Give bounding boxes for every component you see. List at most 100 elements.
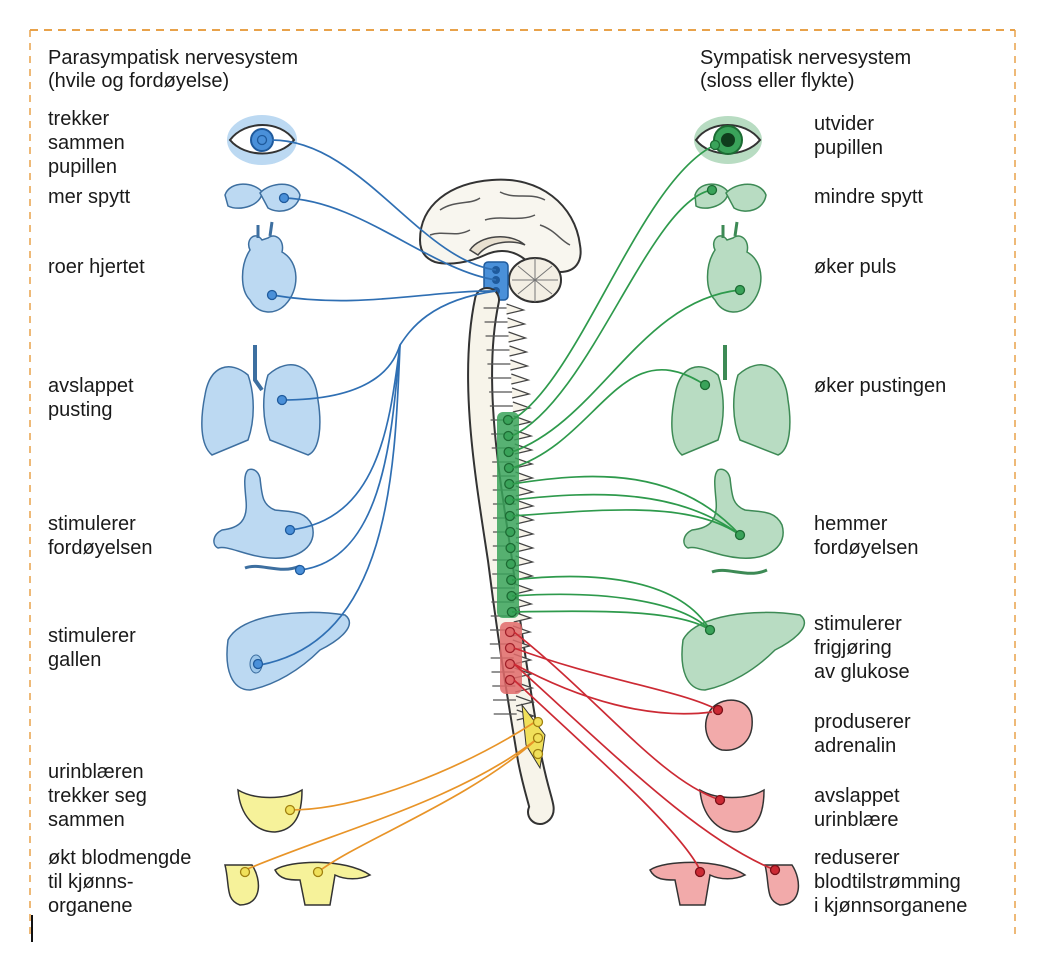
vertebra-process bbox=[515, 499, 536, 511]
para-sacral-spinal-node bbox=[532, 748, 544, 760]
symp-spinal-node bbox=[505, 558, 517, 570]
parasympathetic-organs bbox=[201, 115, 351, 691]
para-effect-bile: stimulerer gallen bbox=[48, 625, 136, 671]
para-effect-bladder: urinblæren trekker seg sammen bbox=[48, 761, 147, 831]
lumbar-sympathetic-segment bbox=[500, 622, 522, 694]
symp-spinal-node bbox=[503, 446, 514, 458]
parasympathetic-title: Parasympatisk nervesystem bbox=[48, 47, 299, 69]
vertebra-process bbox=[515, 485, 535, 497]
vertebra-process bbox=[512, 401, 532, 413]
symp-nerve-heart bbox=[511, 289, 741, 453]
para-node-intestine bbox=[294, 564, 306, 576]
para-sacral-node-bladder bbox=[284, 804, 296, 816]
symp-nerve-liver-b bbox=[511, 593, 711, 631]
symp-effect-saliva: mindre spytt bbox=[814, 186, 923, 208]
symp-node-eye bbox=[709, 139, 721, 151]
vertebra-process bbox=[511, 387, 532, 399]
symp-node-stomach bbox=[734, 529, 746, 541]
symp-nerve-genitals-b bbox=[513, 663, 776, 871]
vertebra-process bbox=[515, 471, 535, 483]
symp-node-saliva bbox=[706, 184, 718, 196]
vertebra-process bbox=[509, 345, 529, 357]
vertebra-process bbox=[510, 359, 530, 371]
symp-nerve-stomach-a bbox=[511, 475, 741, 536]
para-node-eye bbox=[256, 134, 268, 146]
symp-node-liver bbox=[704, 624, 716, 636]
para-nerve-liver bbox=[259, 344, 401, 666]
para-effect-saliva: mer spytt bbox=[48, 186, 131, 208]
sacral-organs-left bbox=[224, 788, 372, 906]
symp-red-spinal-node bbox=[504, 658, 516, 670]
vertebra-process bbox=[514, 583, 534, 595]
symp-effect-pupil: utvider pupillen bbox=[814, 113, 883, 159]
para-nerve-heart bbox=[271, 290, 497, 302]
para-nerve-saliva bbox=[283, 197, 497, 281]
para-node-lungs bbox=[276, 394, 288, 406]
para-sacral-node-uterus bbox=[312, 866, 324, 878]
symp-node-bladder bbox=[714, 794, 726, 806]
sympathetic-subtitle: (sloss eller flykte) bbox=[700, 70, 855, 92]
para-sacral-node-testis bbox=[239, 866, 251, 878]
symp-node-testis bbox=[769, 864, 781, 876]
symp-nerve-stomach-c bbox=[511, 509, 741, 536]
vertebra-process bbox=[515, 541, 535, 553]
para-nerve-eye bbox=[271, 139, 497, 271]
para-nerve-stomach bbox=[289, 344, 401, 531]
symp-nerve-saliva bbox=[511, 189, 713, 437]
symp-nerve-liver-c bbox=[511, 610, 711, 631]
symp-nerve-bladder bbox=[513, 631, 721, 801]
symp-effect-genitals: reduserer blodtilstrømming i kjønnsorgan… bbox=[814, 847, 968, 917]
symp-red-spinal-node bbox=[504, 626, 516, 638]
para-node-heart bbox=[266, 289, 278, 301]
frame bbox=[29, 29, 1016, 942]
symp-spinal-node bbox=[502, 414, 514, 426]
symp-red-spinal-node bbox=[504, 674, 516, 686]
para-effect-genitals: økt blodmengde til kjønns- organene bbox=[48, 847, 192, 917]
symp-nerve-liver-a bbox=[511, 575, 711, 631]
symp-effect-breathing: øker pustingen bbox=[814, 375, 947, 397]
vertebra-process bbox=[506, 303, 526, 315]
para-sacral-spinal-node bbox=[532, 732, 544, 744]
parasympathetic-subtitle: (hvile og fordøyelse) bbox=[48, 70, 230, 92]
symp-nerve-stomach-b bbox=[511, 493, 741, 536]
para-sacral-spinal-node bbox=[532, 716, 544, 728]
symp-spinal-node bbox=[503, 430, 514, 442]
symp-effect-pulse: øker puls bbox=[814, 256, 897, 278]
symp-node-adrenal bbox=[712, 704, 724, 716]
symp-nerve-genitals bbox=[513, 679, 701, 871]
vertebra-process bbox=[511, 373, 531, 385]
symp-node-uterus bbox=[694, 866, 706, 878]
para-nerve-intestine bbox=[299, 344, 401, 571]
vertebra-process bbox=[507, 317, 527, 329]
para-node-stomach bbox=[284, 524, 296, 536]
para-effect-breathing: avslappet pusting bbox=[48, 375, 134, 421]
sympathetic-organs bbox=[671, 116, 806, 691]
nerve-pathways bbox=[239, 134, 781, 878]
symp-effect-glucose: stimulerer frigjøring av glukose bbox=[814, 613, 910, 683]
symp-effect-bladder: avslappet urinblære bbox=[814, 785, 900, 831]
symp-effect-adrenaline: produserer adrenalin bbox=[814, 711, 911, 757]
para-effect-pupil: trekker sammen pupillen bbox=[48, 108, 125, 178]
vertebra-process bbox=[515, 555, 535, 567]
brain bbox=[418, 178, 582, 303]
para-sacral-nerve-bladder bbox=[289, 721, 536, 811]
para-sacral-nerve-uterus bbox=[317, 737, 539, 873]
para-node-saliva bbox=[278, 192, 290, 204]
sympathetic-title: Sympatisk nervesystem bbox=[700, 47, 912, 69]
symp-nerve-lungs bbox=[511, 369, 706, 469]
symp-spinal-node bbox=[505, 542, 516, 554]
symp-effect-digestion: hemmer fordøyelsen bbox=[814, 513, 919, 559]
symp-nerve-eye bbox=[511, 144, 716, 421]
symp-nerve-adrenal-b bbox=[513, 663, 713, 715]
symp-red-spinal-node bbox=[504, 642, 516, 654]
symp-spinal-node bbox=[505, 526, 516, 538]
para-sacral-nerve-genitals bbox=[244, 737, 539, 871]
para-effect-digestion: stimulerer fordøyelsen bbox=[48, 513, 153, 559]
vertebra-process bbox=[508, 331, 528, 343]
symp-node-heart bbox=[734, 284, 746, 296]
symp-node-lungs bbox=[699, 379, 711, 391]
para-node-liver bbox=[252, 658, 264, 670]
vertebra-process bbox=[515, 527, 536, 539]
